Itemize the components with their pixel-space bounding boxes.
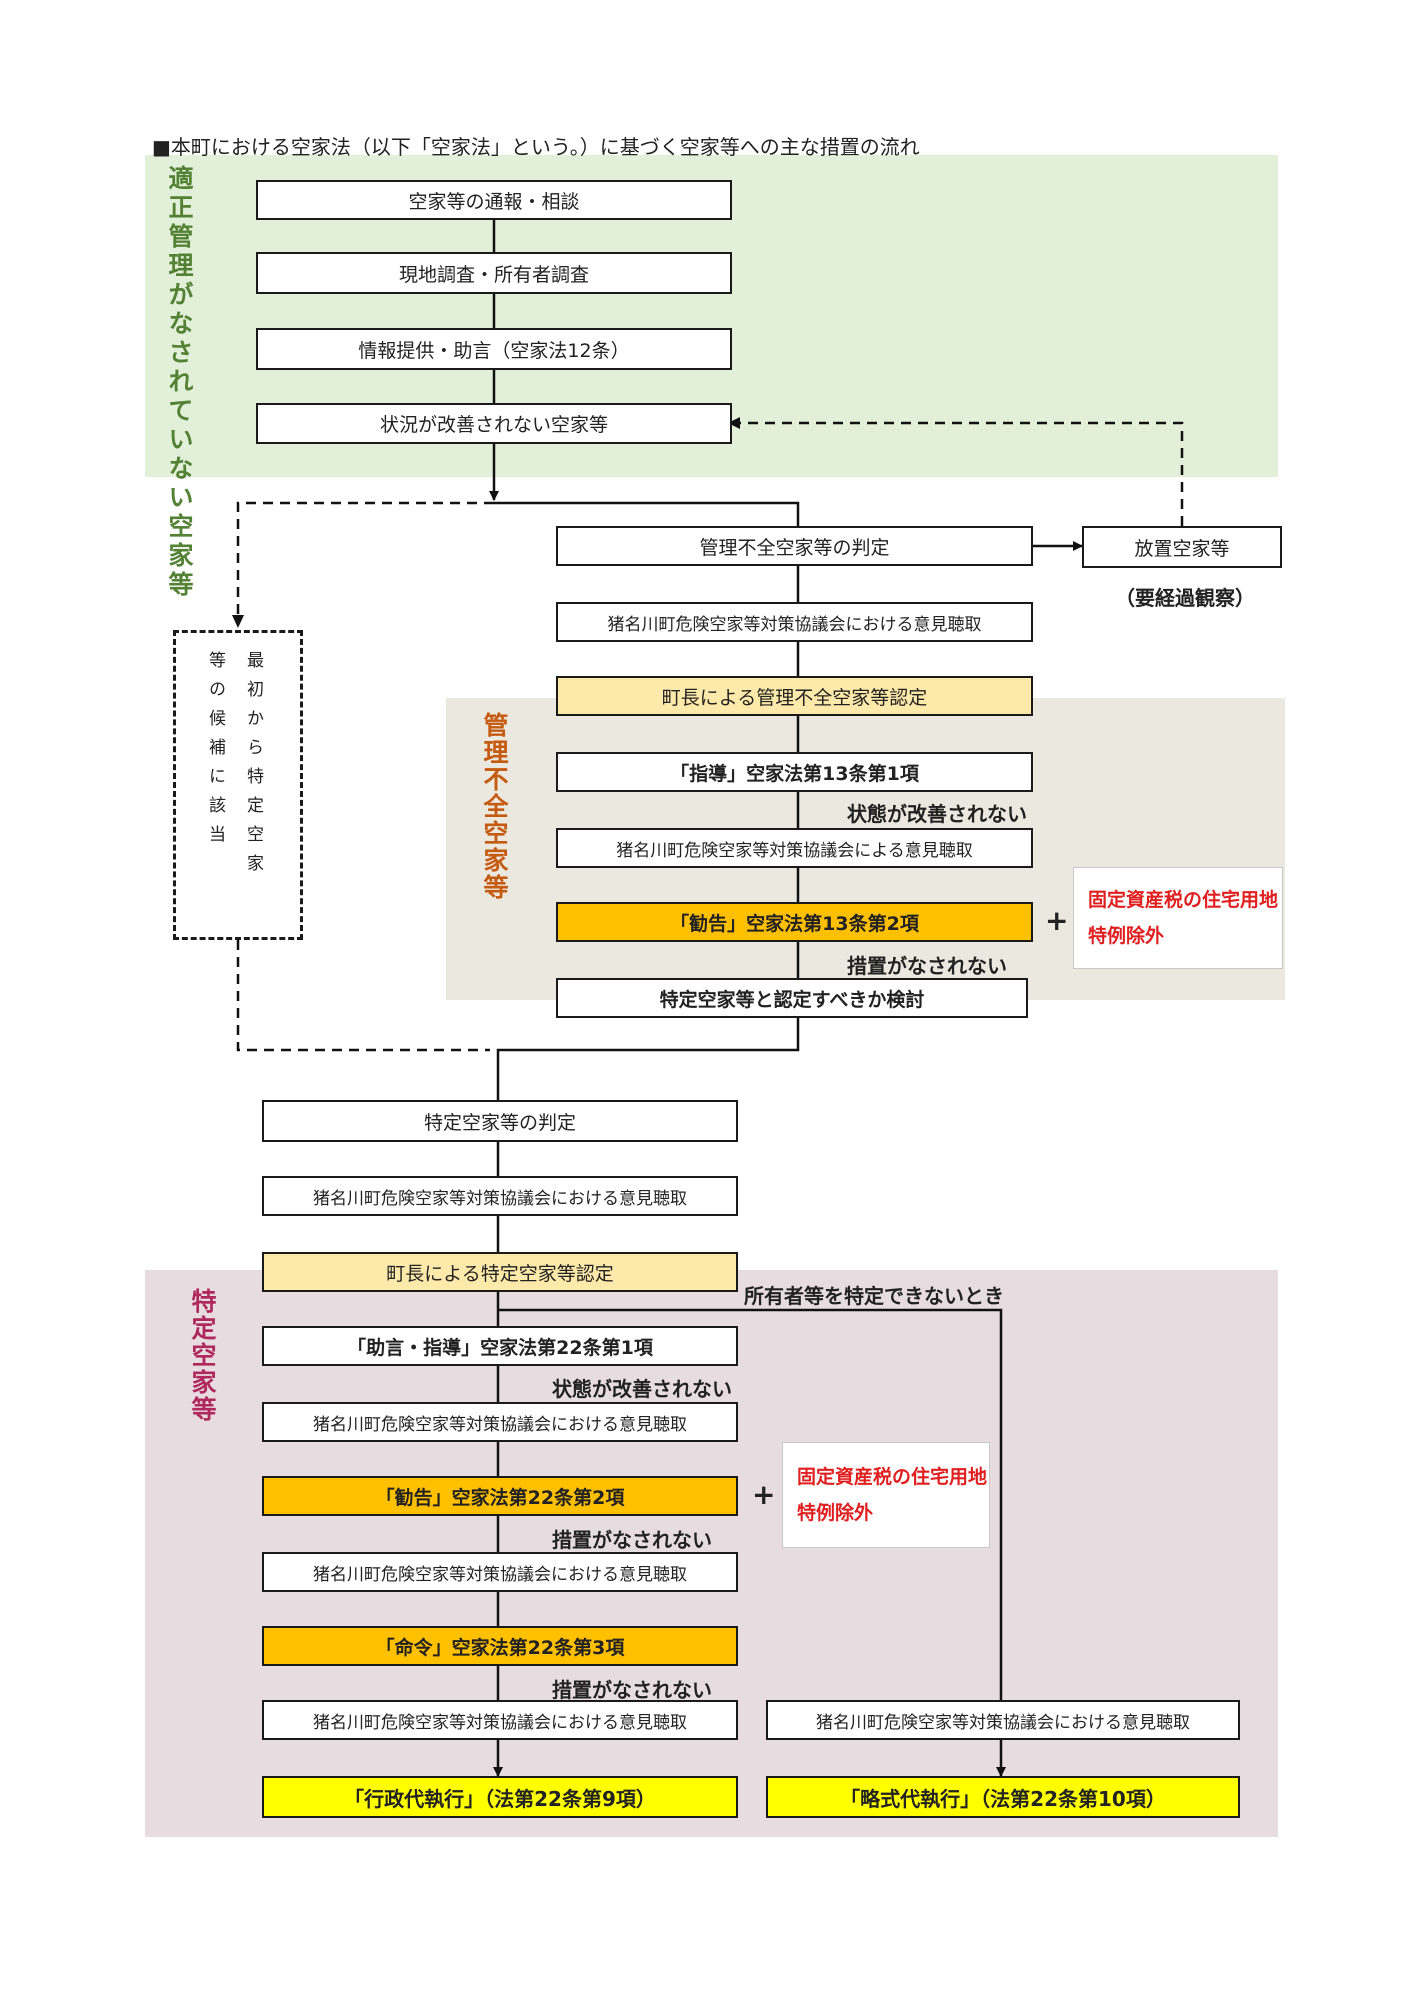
arrowhead — [728, 417, 740, 429]
candidate-text: 最初から特定空家 等の候補に該当 — [205, 651, 263, 883]
observe-note: （要経過観察） — [1115, 586, 1255, 610]
label-no-action: 措置がなされない — [847, 954, 1007, 978]
section-label-not-managed: 適正管理がなされていない空家等 — [165, 165, 194, 600]
step-survey: 現地調査・所有者調査 — [256, 252, 732, 294]
step-judge-deficient: 管理不全空家等の判定 — [556, 526, 1033, 566]
label-no-action-2: 措置がなされない — [552, 1528, 712, 1552]
step-administrative-execution: 「行政代執行」（法第22条第9項） — [262, 1776, 738, 1818]
step-council-5: 猪名川町危険空家等対策協議会における意見聴取 — [262, 1552, 738, 1592]
connector-line — [494, 501, 800, 527]
label-no-action-3: 措置がなされない — [552, 1678, 712, 1702]
step-mayor-specified: 町長による特定空家等認定 — [262, 1252, 738, 1292]
step-consider: 特定空家等と認定すべきか検討 — [556, 978, 1028, 1018]
label-not-improved: 状態が改善されない — [847, 802, 1027, 826]
step-unimproved: 状況が改善されない空家等 — [256, 403, 732, 444]
step-report: 空家等の通報・相談 — [256, 180, 732, 220]
connector-dashed — [735, 421, 1184, 526]
label-owner-unknown: 所有者等を特定できないとき — [744, 1284, 1004, 1308]
page-title: ■本町における空家法（以下「空家法」という。）に基づく空家等への主な措置の流れ — [152, 135, 920, 159]
step-recommend-22: 「勧告」空家法第22条第2項 — [262, 1476, 738, 1516]
step-advice-22: 「助言・指導」空家法第22条第1項 — [262, 1326, 738, 1366]
step-simplified-execution: 「略式代執行」（法第22条第10項） — [766, 1776, 1240, 1818]
connector-line — [496, 1018, 800, 1058]
step-council-1: 猪名川町危険空家等対策協議会における意見聴取 — [556, 602, 1033, 642]
connector-dashed — [236, 940, 490, 1052]
step-judge-specified: 特定空家等の判定 — [262, 1100, 738, 1142]
label-not-improved-2: 状態が改善されない — [552, 1377, 732, 1401]
step-mayor-deficient: 町長による管理不全空家等認定 — [556, 676, 1033, 716]
connector-dashed — [236, 501, 494, 618]
step-council-3: 猪名川町危険空家等対策協議会における意見聴取 — [262, 1176, 738, 1216]
step-info: 情報提供・助言（空家法12条） — [256, 328, 732, 370]
step-order-22: 「命令」空家法第22条第3項 — [262, 1626, 738, 1666]
step-council-6: 猪名川町危険空家等対策協議会における意見聴取 — [262, 1700, 738, 1740]
step-recommend-13: 「勧告」空家法第13条第2項 — [556, 902, 1033, 942]
candidate-box: 最初から特定空家 等の候補に該当 — [173, 630, 303, 940]
section-label-management-deficient: 管理不全空家等 — [480, 712, 509, 901]
step-neglected: 放置空家等 — [1082, 526, 1282, 568]
connector-line — [498, 1308, 1003, 1700]
step-council-2: 猪名川町危険空家等対策協議会による意見聴取 — [556, 828, 1033, 868]
tax-exclusion-box-2: 固定資産税の住宅用地特例除外 — [782, 1442, 990, 1548]
section-label-specified: 特定空家等 — [188, 1288, 217, 1423]
step-council-7: 猪名川町危険空家等対策協議会における意見聴取 — [766, 1700, 1240, 1740]
plus-sign: + — [1045, 904, 1069, 937]
tax-exclusion-box: 固定資産税の住宅用地特例除外 — [1073, 867, 1283, 969]
arrowhead — [232, 615, 244, 628]
plus-sign-2: + — [752, 1478, 776, 1511]
step-guidance-13: 「指導」空家法第13条第1項 — [556, 752, 1033, 792]
step-council-4: 猪名川町危険空家等対策協議会における意見聴取 — [262, 1402, 738, 1442]
